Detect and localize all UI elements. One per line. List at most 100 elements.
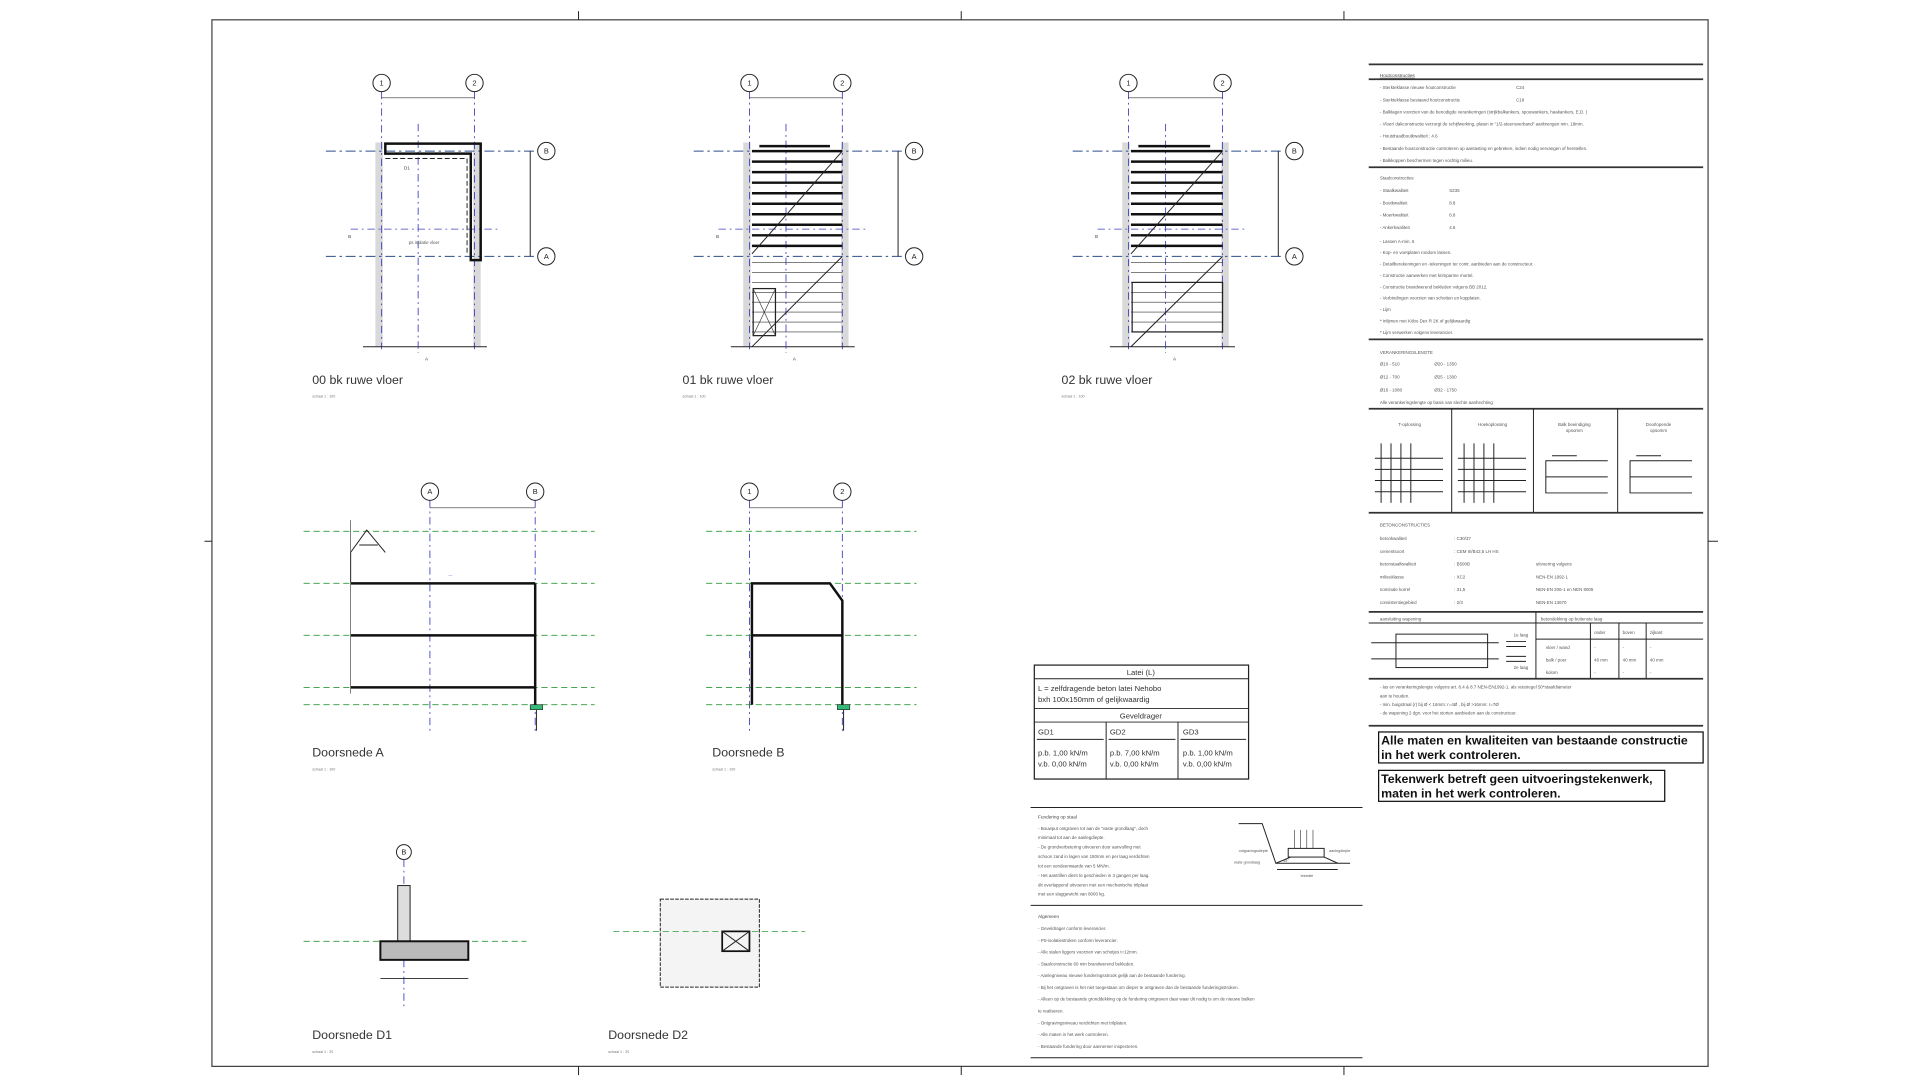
grid-label: A: [544, 252, 549, 261]
view-title: Doorsnede D1: [312, 1028, 392, 1042]
view-title: Doorsnede B: [712, 746, 784, 760]
note-line: - Balkkoppen beschermen tegen vochtig mi…: [1380, 158, 1473, 163]
spec-value: 8.8: [1449, 200, 1456, 205]
grid-label: B: [912, 147, 917, 156]
grid-label: A: [912, 252, 917, 261]
note-line: - PS-isolatiestroken conform leverancier…: [1038, 938, 1118, 943]
spec-label: cementsoort: [1380, 549, 1405, 554]
spec-label: milieuklasse: [1380, 574, 1405, 579]
grid-bubble: [740, 73, 759, 93]
spec-value: C24: [1516, 85, 1525, 90]
grid-label: A: [1292, 252, 1297, 261]
grid-label: 2: [472, 78, 476, 87]
section-b-drawing: 1 2: [706, 482, 917, 731]
anchor-length: Ø12 - 700: [1380, 374, 1400, 379]
grid-label: 1: [1126, 78, 1130, 87]
anchor-length: Ø10 - 510: [1380, 361, 1400, 366]
spec-label: betonkwaliteit: [1380, 536, 1408, 541]
anchor-length: Ø32 - 1750: [1434, 387, 1457, 392]
detail-title: T-oplossing: [1398, 422, 1421, 427]
spec-label: - Staalkwaliteit: [1380, 188, 1409, 193]
section-heading: Staalconstructies: [1380, 176, 1415, 181]
section-heading: BETONCONSTRUCTIES: [1380, 522, 1430, 527]
view-scale: schaal 1 : 100: [312, 767, 335, 771]
note-text: Alle verankeringslengte op basis van sle…: [1380, 400, 1494, 405]
spec-value: : 2/3: [1454, 600, 1463, 605]
note-line: - Vloer/ dakconstructie verzorgt de schi…: [1380, 122, 1584, 127]
view-title: Doorsnede D2: [608, 1028, 688, 1042]
wall: [473, 142, 481, 347]
detail-title: Doorlopende: [1646, 422, 1672, 427]
layer-label: 1e laag: [1514, 633, 1529, 638]
note-line: met een slaggewicht van 8000 kg.: [1038, 892, 1105, 897]
diagonal-line: [1130, 150, 1223, 255]
notice-text: Tekenwerk betreft geen uitvoeringstekenw…: [1381, 772, 1652, 786]
notes-heading: Fundering op staal: [1038, 815, 1077, 820]
foundation-notes: Fundering op staal - Bouwput ontgraven t…: [1030, 807, 1363, 1059]
section-a-drawing: A B —: [303, 482, 595, 731]
grid-label: B: [544, 147, 549, 156]
sheet-ticks: [204, 11, 1718, 1076]
diagram-label: breedte: [1301, 874, 1314, 878]
section-marker-a: A: [425, 356, 429, 361]
view-scale: schaal 1 : 100: [712, 767, 735, 771]
note-line: - De grondverbetering uitvoeren door aan…: [1038, 845, 1141, 850]
spec-value: : XC2: [1454, 574, 1466, 579]
note-line: - Constructie brandwerend bekleden volge…: [1380, 284, 1488, 289]
sheet-border: [211, 19, 1709, 1067]
spec-reference: NEN-EN 13670: [1536, 600, 1567, 605]
stair-opening: [752, 287, 777, 337]
grid-bubble: [905, 141, 924, 161]
table-cell: v.b. 0,00 kN/m: [1110, 760, 1159, 769]
spec-value: 4.6: [1449, 225, 1456, 230]
note-line: - Bestaande houtconstructie controleren …: [1380, 146, 1587, 151]
row-label: kolom: [1546, 670, 1558, 675]
diagram-label: 45°: [1283, 859, 1289, 863]
note-line: - Detailberekeningen en -tekeningen ter …: [1380, 262, 1533, 267]
table-cell: GD1: [1038, 727, 1054, 736]
spec-value: S235: [1449, 188, 1460, 193]
notice-box: [1378, 769, 1666, 802]
spec-value: : C30/37: [1454, 536, 1471, 541]
cover-value: 40 mm: [1623, 657, 1637, 662]
spec-label: betonstaalkwaliteit: [1380, 562, 1417, 567]
annotation: —: [448, 573, 452, 577]
view-title: 01 bk ruwe vloer: [683, 373, 774, 387]
note-line: - Ontgravingsniveau verdichten met trilp…: [1038, 1020, 1127, 1025]
section-heading: Houtconstructies: [1380, 73, 1416, 78]
notice-text: Alle maten en kwaliteiten van bestaande …: [1381, 733, 1688, 747]
table-cell: GD3: [1183, 727, 1199, 736]
notes-heading: Algemeen: [1038, 914, 1060, 919]
note-line: - Alle maten in het werk controleren.: [1038, 1032, 1109, 1037]
cover-value: 40 mm: [1594, 657, 1608, 662]
view-scale: schaal 1 : 100: [1062, 395, 1085, 399]
spec-label: - Moerkwaliteit: [1380, 213, 1409, 218]
floor-note: ps isolatie vloer: [409, 240, 440, 245]
specifications-panel: Houtconstructies - Sterkteklasse nieuwe …: [1368, 63, 1704, 802]
cover-value: -: [1594, 645, 1596, 650]
cover-value: -: [1650, 645, 1652, 650]
note-line: - Houtdraadboutkwaliteit : 4.6: [1380, 134, 1438, 139]
section-marker-d1: D1: [404, 166, 410, 171]
column-header: boven: [1623, 630, 1636, 635]
view-title: 02 bk ruwe vloer: [1062, 373, 1153, 387]
note-line: - min. buigstraal (r) bij Ø < 16mm: r=4Ø…: [1380, 702, 1499, 707]
stair-opening-cross: [752, 288, 776, 336]
note-line: - de wapening 2 dgn. voor het storten aa…: [1380, 711, 1517, 716]
table-cell: v.b. 0,00 kN/m: [1038, 760, 1087, 769]
note-line: - Sterkteklasse bestaand houtconstructie: [1380, 97, 1461, 102]
wall: [1221, 142, 1229, 347]
spec-label: - Boutkwaliteit: [1380, 200, 1408, 205]
note-line: - Aanlegniveau nieuwe funderingsstrook g…: [1038, 973, 1186, 978]
section-marker-a: A: [793, 356, 797, 361]
note-line: - Bestaande fundering door aannemer insp…: [1038, 1044, 1138, 1049]
wall: [743, 142, 751, 347]
view-scale: schaal 1 : 100: [683, 395, 706, 399]
note-line: aan te houden.: [1380, 693, 1410, 698]
diagonal-line: [1130, 256, 1223, 348]
grid-bubble: [372, 73, 391, 93]
table-cell: p.b. 7,00 kN/m: [1110, 749, 1160, 758]
wall: [1122, 142, 1130, 347]
